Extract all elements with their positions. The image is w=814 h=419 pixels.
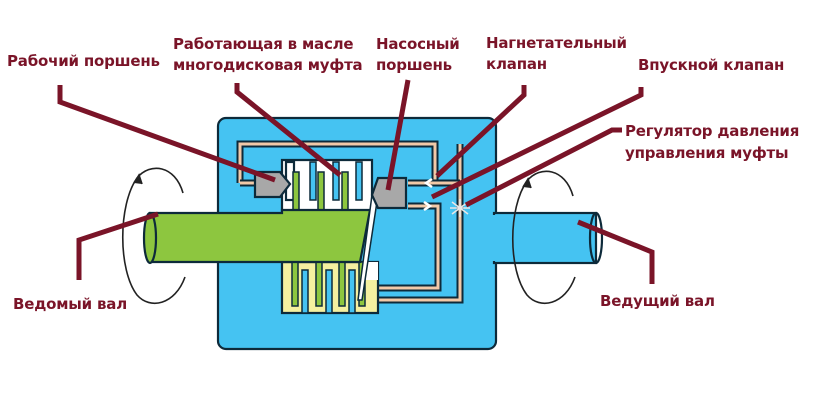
- label-pump-piston-line2: поршень: [376, 56, 452, 74]
- label-clutch-line2: многодисковая муфта: [173, 56, 363, 74]
- asterisk-valve-icon: [450, 199, 470, 217]
- pump-piston: [370, 176, 408, 210]
- leader-lines: [57, 79, 655, 284]
- label-working-piston: Рабочий поршень: [7, 52, 160, 70]
- label-driving-shaft: Ведущий вал: [600, 292, 715, 310]
- label-discharge-valve-line1: Нагнетательный: [486, 34, 627, 52]
- label-driven-shaft: Ведомый вал: [13, 295, 127, 313]
- label-clutch-line1: Работающая в масле: [173, 35, 354, 53]
- rotation-arrow-icon: [511, 170, 576, 305]
- label-regulator-line1: Регулятор давления: [625, 122, 800, 140]
- intake-valve: [423, 200, 433, 212]
- discharge-valve: [423, 177, 433, 189]
- label-regulator-line2: управления муфты: [625, 144, 789, 162]
- clutch-pack-top: [280, 158, 374, 214]
- label-pump-piston-line1: Насосный: [376, 35, 460, 53]
- driven-shaft: [142, 194, 379, 301]
- rotation-arrow-icon: [121, 167, 186, 305]
- label-intake-valve: Впускной клапан: [638, 56, 785, 74]
- driving-shaft: [490, 211, 604, 265]
- label-discharge-valve-line2: клапан: [486, 55, 547, 73]
